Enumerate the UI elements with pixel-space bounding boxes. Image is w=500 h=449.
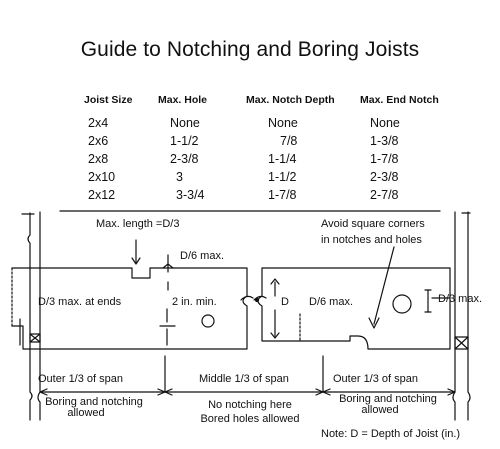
left-bore-hole bbox=[201, 314, 215, 328]
note-depth-definition: Note: D = Depth of Joist (in.) bbox=[321, 428, 461, 440]
cell-joist-size: 2x12 bbox=[88, 188, 116, 202]
cell-max-notch-depth: 7/8 bbox=[280, 134, 298, 148]
cell-max-end-notch: 2-3/8 bbox=[370, 170, 399, 184]
label-outer-left: Outer 1/3 of span bbox=[38, 373, 123, 385]
label-boring-left-2: allowed bbox=[67, 407, 105, 419]
label-boring-left-1: Boring and notching bbox=[45, 396, 143, 408]
label-boring-right-2: allowed bbox=[361, 404, 399, 416]
left-joist-outline bbox=[11, 267, 248, 350]
cell-max-hole: None bbox=[170, 116, 200, 130]
header-max-hole: Max. Hole bbox=[158, 94, 208, 106]
cell-joist-size: 2x8 bbox=[88, 152, 109, 166]
label-no-notching: No notching here bbox=[208, 399, 292, 411]
cell-max-notch-depth: 1-7/8 bbox=[268, 188, 297, 202]
header-max-notch-depth: Max. Notch Depth bbox=[246, 94, 335, 106]
cell-max-end-notch: 2-7/8 bbox=[370, 188, 399, 202]
cell-max-notch-depth: None bbox=[268, 116, 298, 130]
cell-max-notch-depth: 1-1/4 bbox=[268, 152, 297, 166]
label-d3-ends: D/3 max. at ends bbox=[38, 296, 122, 308]
cell-joist-size: 2x10 bbox=[88, 170, 116, 184]
cell-max-hole: 2-3/8 bbox=[170, 152, 199, 166]
cell-joist-size: 2x6 bbox=[88, 134, 109, 148]
cell-max-hole: 3-3/4 bbox=[176, 188, 205, 202]
label-d6-top: D/6 max. bbox=[180, 250, 225, 262]
cell-max-hole: 1-1/2 bbox=[170, 134, 199, 148]
label-avoid-line2: in notches and holes bbox=[321, 234, 422, 246]
header-max-end-notch: Max. End Notch bbox=[360, 94, 439, 106]
right-bore-hole bbox=[392, 294, 412, 314]
label-max-length: Max. length =D/3 bbox=[96, 218, 180, 230]
label-bored-holes: Bored holes allowed bbox=[200, 413, 300, 425]
label-middle-span: Middle 1/3 of span bbox=[199, 373, 289, 385]
label-outer-right: Outer 1/3 of span bbox=[333, 373, 418, 385]
cell-max-end-notch: None bbox=[370, 116, 400, 130]
cell-max-hole: 3 bbox=[176, 170, 183, 184]
label-boring-right-1: Boring and notching bbox=[339, 393, 437, 405]
label-depth-d: D bbox=[281, 296, 289, 308]
cell-max-end-notch: 1-3/8 bbox=[370, 134, 399, 148]
diagram-title: Guide to Notching and Boring Joists bbox=[80, 38, 420, 61]
right-wall bbox=[452, 211, 471, 421]
cell-max-end-notch: 1-7/8 bbox=[370, 152, 399, 166]
label-d6-mid: D/6 max. bbox=[309, 296, 354, 308]
left-wall bbox=[21, 211, 41, 421]
cell-max-notch-depth: 1-1/2 bbox=[268, 170, 297, 184]
label-d3-max: D/3 max. bbox=[438, 293, 483, 305]
cell-joist-size: 2x4 bbox=[88, 116, 109, 130]
label-avoid-line1: Avoid square corners bbox=[321, 218, 425, 230]
label-2in-min: 2 in. min. bbox=[172, 296, 217, 308]
header-joist-size: Joist Size bbox=[84, 94, 133, 106]
